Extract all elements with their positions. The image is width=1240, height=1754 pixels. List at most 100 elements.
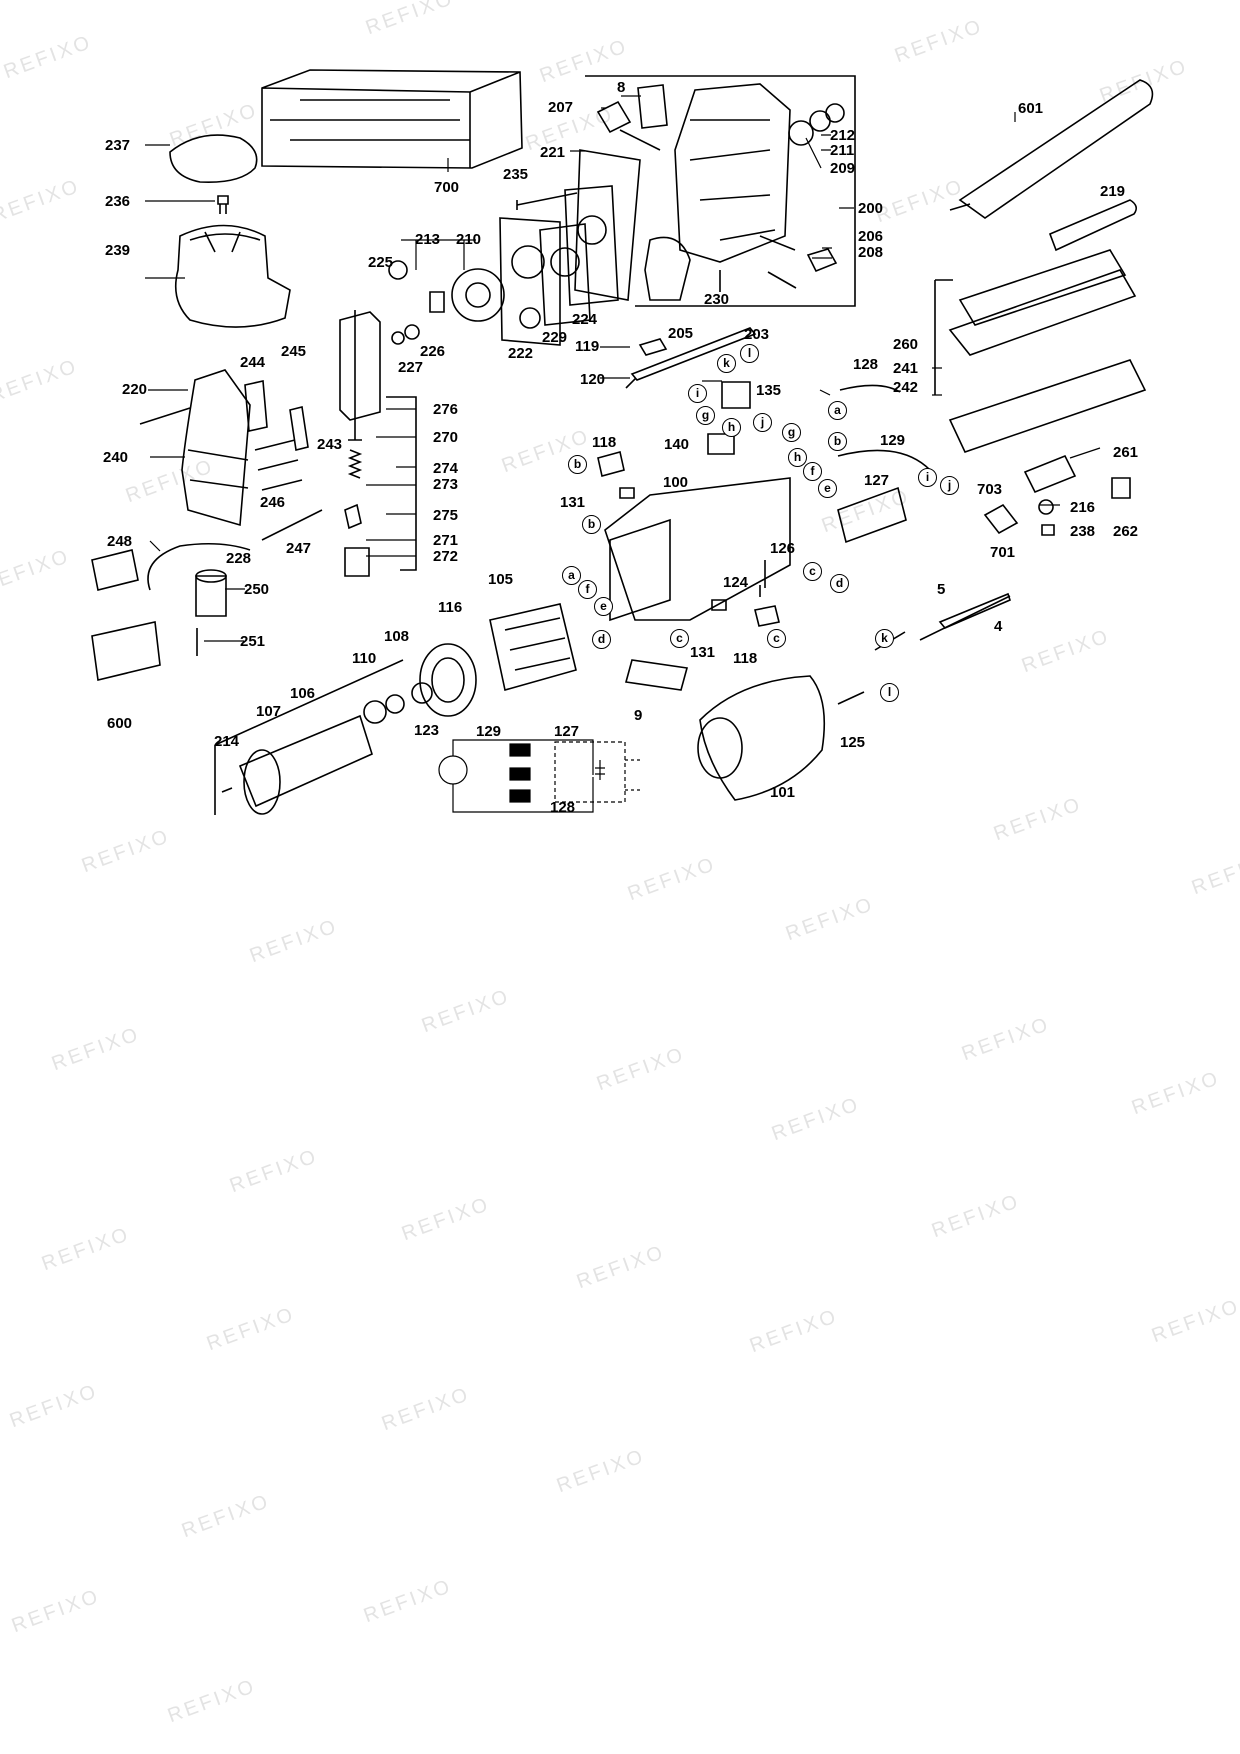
part-number-108: 108	[384, 628, 410, 645]
connector-a-marker: a	[562, 566, 581, 585]
part-number-271: 271	[433, 532, 459, 549]
stator-part-105	[489, 603, 577, 692]
part-number-224: 224	[572, 311, 598, 328]
wiring-schematic	[438, 739, 643, 813]
bearing-part-123	[411, 682, 433, 704]
part-number-205: 205	[668, 325, 694, 342]
part-number-262: 262	[1113, 523, 1139, 540]
bracket-box-260	[934, 279, 953, 395]
part-number-207: 207	[548, 99, 574, 116]
bearing-part-225	[388, 260, 408, 280]
choke-wire-part-128	[839, 384, 901, 393]
bracket-box-270	[386, 396, 417, 571]
carry-case-part-700	[261, 69, 523, 169]
lever-part-701	[983, 503, 1019, 535]
cap-part-237	[169, 134, 258, 184]
part-number-251: 251	[240, 633, 266, 650]
part-number-210: 210	[456, 231, 482, 248]
part-number-219: 219	[1100, 183, 1126, 200]
connector-d-marker: d	[830, 574, 849, 593]
pendulum-part-243	[289, 406, 309, 451]
part-number-246: 246	[260, 494, 286, 511]
switch-part-135	[721, 381, 751, 409]
connector-h-marker: h	[722, 418, 741, 437]
label-part-9	[624, 659, 689, 691]
screw-part-220	[139, 407, 191, 425]
part-number-129: 129	[476, 723, 502, 740]
part-number-230: 230	[704, 291, 730, 308]
connector-b-marker: b	[582, 515, 601, 534]
part-number-211: 211	[830, 142, 855, 159]
part-number-703: 703	[977, 481, 1003, 498]
part-number-209: 209	[830, 160, 856, 177]
part-number-140: 140	[664, 436, 690, 453]
connector-j-marker: j	[940, 476, 959, 495]
bar-part-120	[625, 377, 637, 389]
plate-part-229	[539, 223, 591, 326]
part-number-240: 240	[103, 449, 129, 466]
nut-part-238	[1041, 524, 1055, 536]
connector-k-marker: k	[875, 629, 894, 648]
part-number-270: 270	[433, 429, 459, 446]
connector-h-marker: h	[788, 448, 807, 467]
bracket-box-106	[214, 659, 404, 815]
gear-housing-part-100	[604, 477, 791, 621]
gearbox-housing-part-200	[674, 83, 791, 263]
connector-f-marker: f	[803, 462, 822, 481]
part-number-110: 110	[352, 650, 377, 667]
part-number-250: 250	[244, 581, 270, 598]
part-number-203: 203	[744, 326, 770, 343]
choke-wire-part-129	[837, 449, 931, 471]
part-number-118: 118	[733, 650, 758, 667]
part-number-220: 220	[122, 381, 148, 398]
part-number-222: 222	[508, 345, 534, 362]
part-number-235: 235	[503, 166, 529, 183]
connector-c-marker: c	[767, 629, 786, 648]
connector-j-marker: j	[753, 413, 772, 432]
hex-key-part-219	[1048, 199, 1138, 252]
part-number-248: 248	[107, 533, 133, 550]
shoe-part-703	[948, 359, 1147, 453]
part-number-701: 701	[990, 544, 1016, 561]
part-number-275: 275	[433, 507, 459, 524]
part-number-129: 129	[880, 432, 906, 449]
part-number-221: 221	[540, 144, 566, 161]
part-number-119: 119	[575, 338, 600, 355]
connector-c-marker: c	[670, 629, 689, 648]
part-number-214: 214	[214, 733, 240, 750]
part-number-101: 101	[770, 784, 796, 801]
part-number-131: 131	[690, 644, 716, 661]
part-number-100: 100	[663, 474, 689, 491]
connector-l-marker: l	[740, 344, 759, 363]
gear-part-210	[451, 268, 505, 322]
part-number-238: 238	[1070, 523, 1096, 540]
label-part-8	[637, 84, 668, 129]
part-number-245: 245	[281, 343, 307, 360]
brush-part-131	[619, 487, 635, 499]
part-number-123: 123	[414, 722, 440, 739]
bearing-part-209	[788, 120, 814, 146]
part-number-107: 107	[256, 703, 282, 720]
part-number-118: 118	[592, 434, 617, 451]
spring-part-246	[254, 439, 303, 491]
wire-part-228	[147, 542, 251, 591]
part-number-127: 127	[864, 472, 890, 489]
holder-part-272	[344, 547, 370, 577]
motor-housing-part-240	[181, 369, 251, 527]
screw-part-125	[837, 691, 865, 705]
bracket-box-200	[585, 75, 856, 307]
screw-part-235	[516, 192, 578, 210]
part-number-212: 212	[830, 127, 856, 144]
part-number-126: 126	[770, 540, 796, 557]
sleeve-part-250	[195, 575, 227, 617]
part-number-276: 276	[433, 401, 459, 418]
connector-g-marker: g	[696, 406, 715, 425]
guard-part-600	[91, 621, 161, 681]
connector-c-marker: c	[803, 562, 822, 581]
sleeve-part-4	[938, 592, 1011, 629]
part-number-237: 237	[105, 137, 131, 154]
plate-part-261	[1023, 454, 1077, 494]
screw-part-236	[217, 195, 229, 214]
part-number-127: 127	[554, 723, 580, 740]
